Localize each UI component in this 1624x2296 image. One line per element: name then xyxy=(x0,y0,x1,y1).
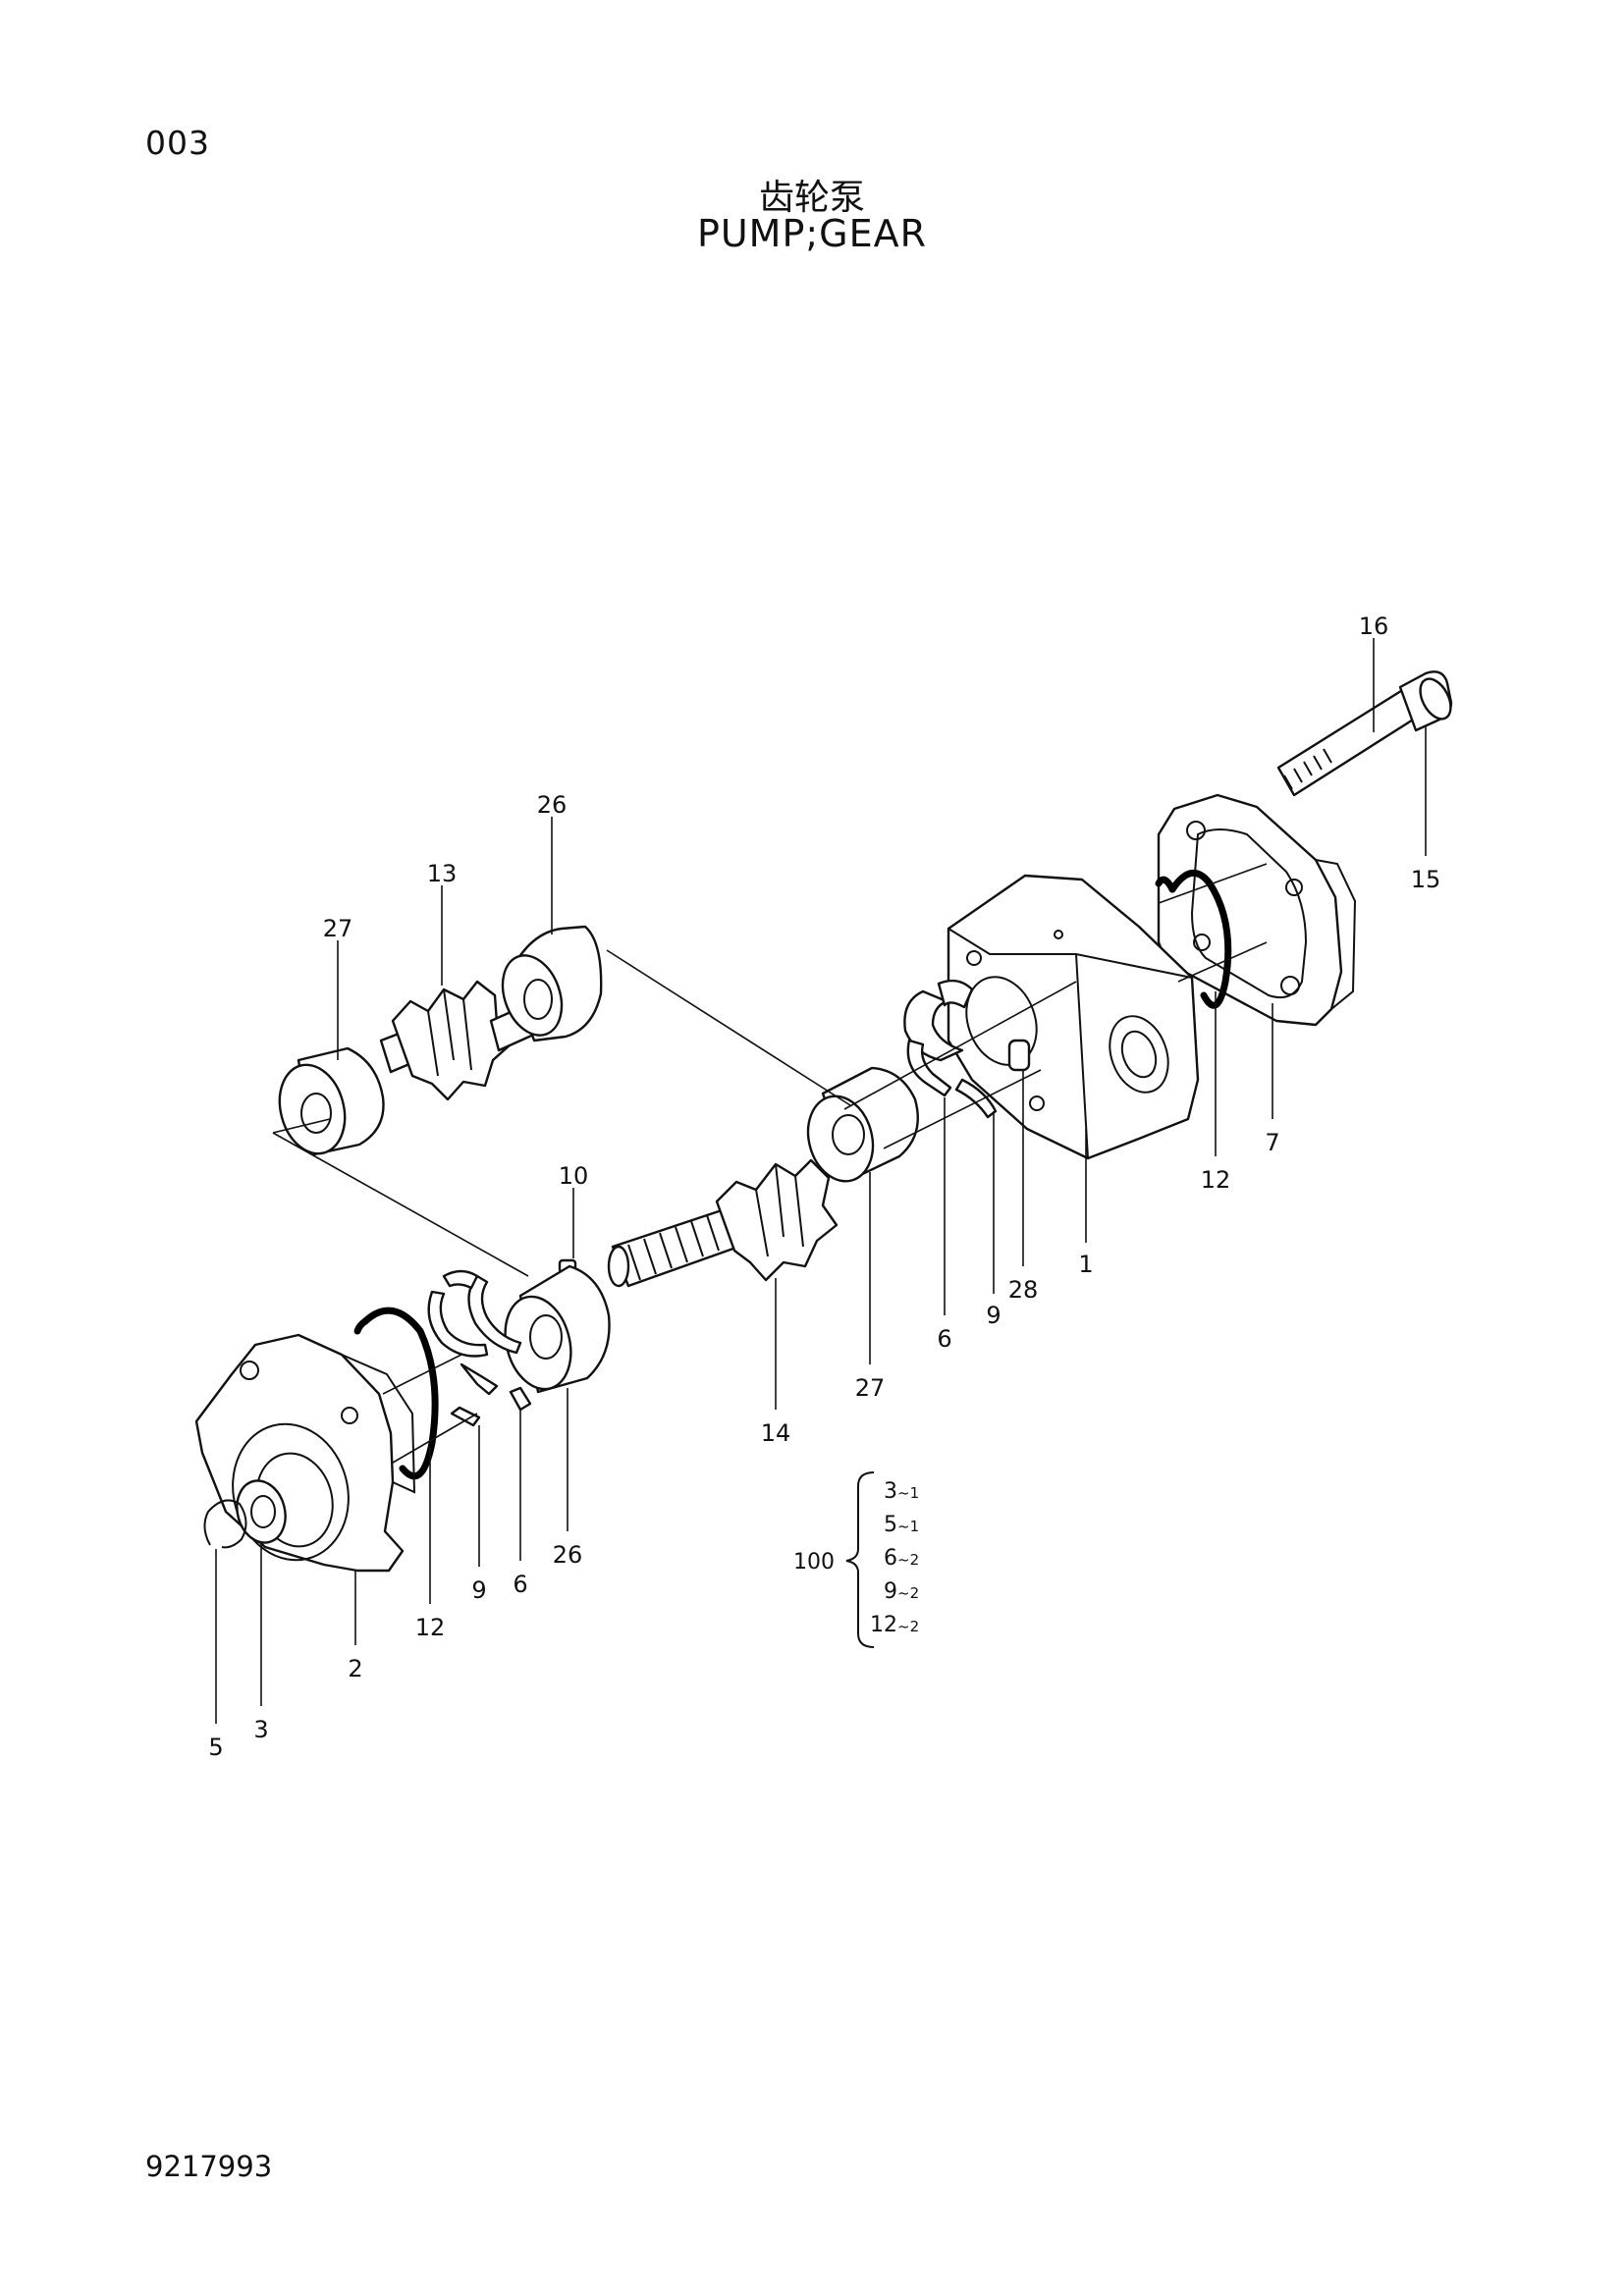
callout-26: 26 xyxy=(553,1541,583,1569)
callout-15: 15 xyxy=(1411,866,1441,893)
callout-3: 3 xyxy=(253,1716,268,1743)
svg-text:5~1: 5~1 xyxy=(884,1513,919,1537)
callout-12: 12 xyxy=(1201,1166,1231,1194)
part-backup-ring-front[interactable] xyxy=(427,1269,532,1427)
kit-item-part: 12 xyxy=(870,1613,897,1637)
part-seal-rear[interactable] xyxy=(906,1039,998,1119)
callout-6: 6 xyxy=(937,1325,951,1353)
callout-16: 16 xyxy=(1359,613,1389,640)
part-bushing-top[interactable] xyxy=(492,925,603,1043)
callout-7: 7 xyxy=(1265,1129,1279,1156)
kit-brace xyxy=(845,1471,875,1648)
kit-item-qty: ~2 xyxy=(897,1584,919,1602)
callout-12: 12 xyxy=(415,1614,446,1641)
part-bushing-bottom[interactable] xyxy=(496,1264,611,1397)
part-seal-front[interactable] xyxy=(460,1274,522,1396)
leader-lines xyxy=(215,638,1427,1724)
part-pump-body[interactable] xyxy=(947,874,1200,1160)
kit-item-part: 9 xyxy=(884,1579,897,1604)
part-oil-seal[interactable] xyxy=(231,1475,293,1548)
part-seal-ring-front[interactable] xyxy=(361,1307,439,1480)
svg-text:9~2: 9~2 xyxy=(884,1579,919,1604)
svg-text:6~2: 6~2 xyxy=(884,1546,919,1571)
part-bushing-top-left[interactable] xyxy=(270,1046,385,1161)
callout-labels: 16 15 7 12 1 28 9 6 27 14 26 13 27 10 26… xyxy=(208,613,1440,1761)
part-bolt[interactable] xyxy=(1276,670,1457,797)
callout-27: 27 xyxy=(855,1374,886,1402)
callout-26: 26 xyxy=(537,791,568,819)
kit-item-qty: ~1 xyxy=(897,1518,919,1535)
callout-6: 6 xyxy=(513,1571,527,1598)
kit-item-part: 6 xyxy=(884,1546,897,1571)
callout-10: 10 xyxy=(559,1162,589,1190)
part-dowel-pin[interactable] xyxy=(1007,1039,1031,1072)
callout-14: 14 xyxy=(761,1419,791,1447)
part-seal-ring-rear[interactable] xyxy=(1168,870,1232,1009)
part-seal-ring-rear-top[interactable] xyxy=(1155,876,1176,893)
kit-item-part: 3 xyxy=(884,1479,897,1504)
part-snap-ring[interactable] xyxy=(203,1499,247,1549)
title-chinese: 齿轮泵 xyxy=(758,178,865,218)
callout-2: 2 xyxy=(348,1655,362,1682)
callout-27: 27 xyxy=(323,915,353,942)
part-front-cover[interactable] xyxy=(194,1333,416,1574)
kit-number: 100 xyxy=(793,1550,835,1575)
title-english: PUMP;GEAR xyxy=(696,212,928,255)
svg-text:3~1: 3~1 xyxy=(884,1479,919,1504)
svg-text:12~2: 12~2 xyxy=(870,1613,919,1637)
kit-item-qty: ~2 xyxy=(897,1551,919,1569)
callout-28: 28 xyxy=(1008,1276,1039,1304)
document-number: 9217993 xyxy=(145,2150,273,2183)
page-number: 003 xyxy=(145,124,210,162)
part-seal-ring-front-top[interactable] xyxy=(353,1317,369,1335)
part-rear-cover[interactable] xyxy=(1157,793,1357,1027)
kit-item-qty: ~2 xyxy=(897,1618,919,1635)
callout-13: 13 xyxy=(427,860,458,887)
kit-item-qty: ~1 xyxy=(897,1484,919,1502)
kit-item-part: 5 xyxy=(884,1513,897,1537)
callout-5: 5 xyxy=(208,1734,223,1761)
part-drive-gear-shaft[interactable] xyxy=(607,1158,839,1288)
callout-1: 1 xyxy=(1078,1251,1093,1278)
kit-contents: 100 3~1 5~1 6~2 9~2 12~2 xyxy=(793,1471,919,1648)
assembly-guide-lines xyxy=(272,863,1268,1464)
part-bushing-front[interactable] xyxy=(799,1066,919,1189)
callout-9: 9 xyxy=(986,1302,1001,1329)
part-driven-gear[interactable] xyxy=(379,980,540,1101)
callout-9: 9 xyxy=(471,1576,486,1604)
